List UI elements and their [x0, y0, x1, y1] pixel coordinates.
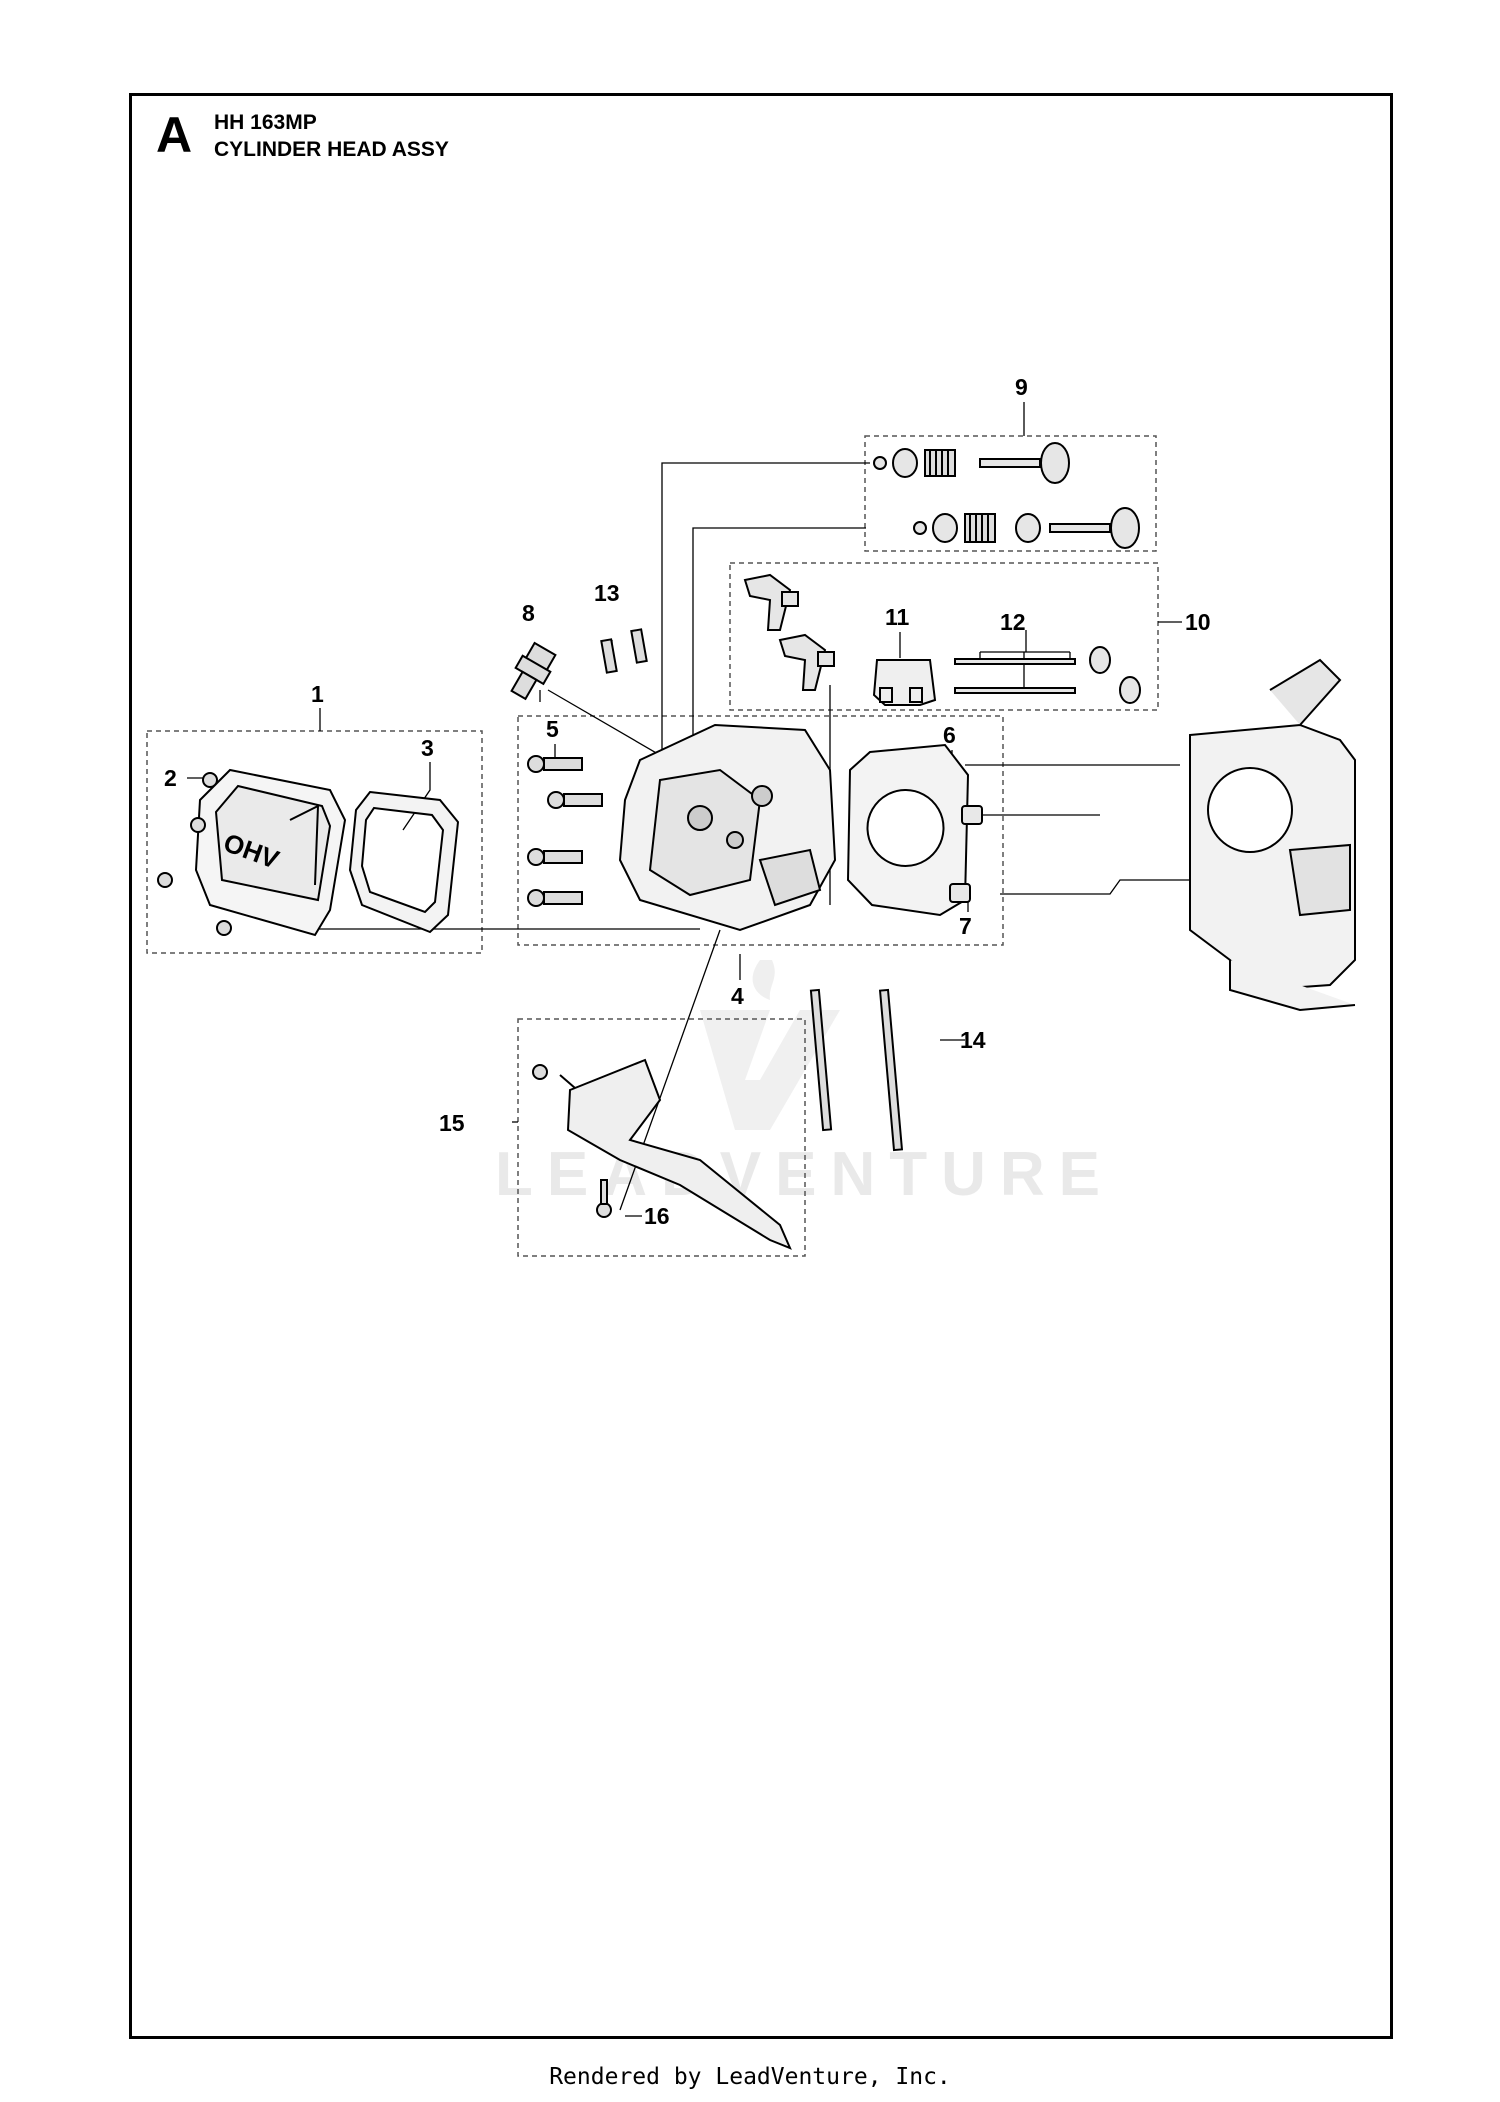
dowel-pins-part	[949, 805, 983, 903]
studs-part	[809, 988, 904, 1152]
section-letter: A	[156, 107, 193, 163]
callout-7: 7	[959, 913, 972, 939]
callout-1: 1	[311, 681, 324, 707]
callout-16: 16	[644, 1203, 670, 1229]
callout-14: 14	[960, 1027, 986, 1053]
assembly-title: CYLINDER HEAD ASSY	[214, 138, 449, 161]
callout-12: 12	[1000, 609, 1026, 635]
diagram-frame	[129, 93, 1393, 2039]
callout-6: 6	[943, 722, 956, 748]
watermark-text: LEADVENTURE	[495, 1140, 1114, 1209]
group-box-deflector	[517, 1018, 806, 1257]
model-label: HH 163MP	[214, 111, 317, 134]
callout-10: 10	[1185, 609, 1211, 635]
callout-3: 3	[421, 735, 434, 761]
valve-cover-gasket-part	[348, 790, 460, 934]
head-bolts-part	[527, 755, 603, 907]
footer-credit: Rendered by LeadVenture, Inc.	[549, 2064, 951, 2090]
callout-2: 2	[164, 765, 177, 791]
valve-cover-part: OHV	[194, 768, 347, 937]
valves-springs-part	[873, 442, 1140, 549]
callout-9: 9	[1015, 374, 1028, 400]
callout-8: 8	[522, 600, 535, 626]
group-box-valve-cover	[146, 730, 483, 954]
push-rods-part	[954, 646, 1141, 704]
callout-15: 15	[439, 1110, 465, 1136]
callout-5: 5	[546, 716, 559, 742]
cylinder-head-part	[618, 723, 837, 932]
callout-4: 4	[731, 983, 744, 1009]
callout-13: 13	[594, 580, 620, 606]
head-gasket-part	[846, 743, 970, 917]
spark-plug-part	[510, 641, 557, 701]
deflector-bolt-part	[596, 1179, 612, 1218]
rocker-pins-part	[600, 628, 648, 674]
valve-cover-bolts	[157, 772, 232, 936]
callout-11: 11	[885, 604, 910, 630]
group-box-valves	[864, 435, 1157, 552]
deflector-part	[532, 1058, 792, 1250]
group-box-cylinder-head	[517, 715, 1004, 946]
rocker-arms-part	[743, 573, 835, 691]
engine-block-part	[1189, 658, 1356, 1012]
guide-plate-part	[872, 659, 937, 706]
